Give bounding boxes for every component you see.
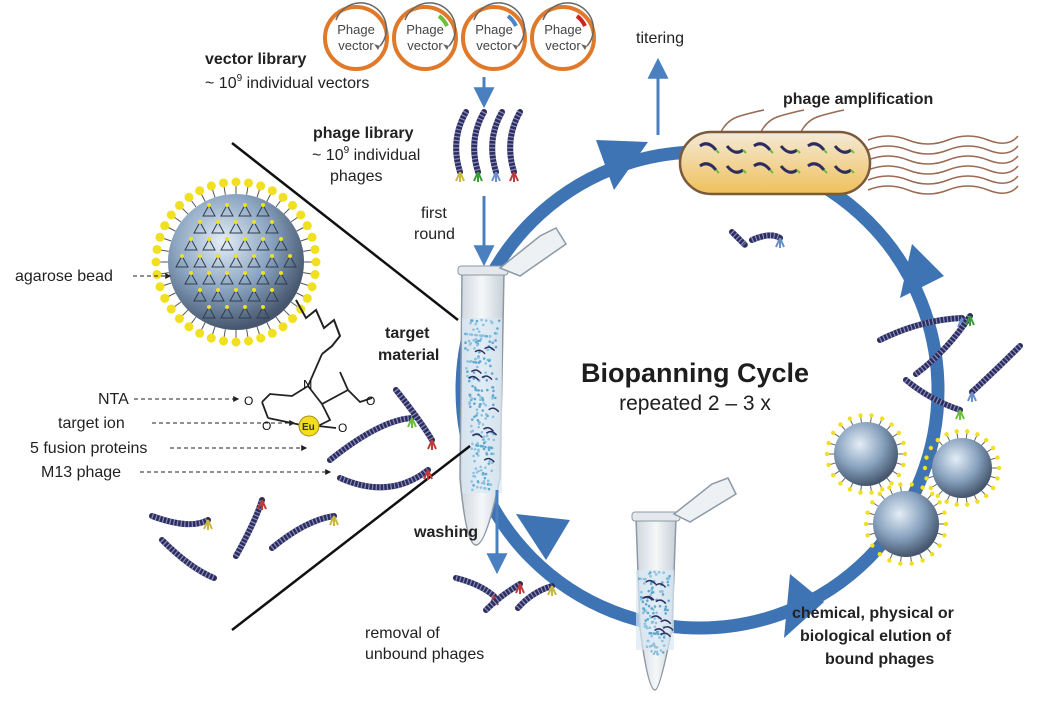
vector-library-title: vector library [205, 51, 306, 68]
svg-text:Phage: Phage [337, 22, 375, 37]
elution-line1: chemical, physical or [792, 605, 954, 622]
nta-n-atom: N [303, 377, 312, 392]
first-round-line2: round [414, 226, 455, 243]
svg-text:Phage: Phage [475, 22, 513, 37]
phage-amplification-label: phage amplification [783, 91, 933, 108]
removal-line1: removal of [365, 625, 440, 642]
released-phages [729, 229, 785, 248]
cycle-arrowhead-bottomleft [516, 514, 570, 560]
nta-o-atom-2: O [262, 419, 271, 433]
first-round-line1: first [421, 205, 447, 222]
agarose-bead-large [151, 177, 321, 347]
target-ion-label: target ion [58, 415, 125, 432]
vector-library: PhagevectorPhagevectorPhagevectorPhageve… [323, 2, 596, 71]
nta-o-atom-3: O [366, 394, 375, 408]
svg-text:Phage: Phage [406, 22, 444, 37]
phage-library-count: ~ 109 individual [312, 145, 420, 164]
svg-text:vector: vector [545, 38, 581, 53]
cycle-arrowhead-bottom [784, 574, 824, 638]
titering-label: titering [636, 30, 684, 47]
eluted-phages [877, 313, 1023, 420]
cycle-arrowheads [516, 140, 944, 638]
phage-library-line3: phages [330, 168, 383, 185]
bound-beads [824, 413, 1002, 566]
phage-library-bundle [453, 109, 523, 182]
svg-text:vector: vector [476, 38, 512, 53]
removal-line2: unbound phages [365, 646, 484, 663]
nta-label: NTA [98, 391, 129, 408]
cycle-arrowhead-top [596, 140, 648, 190]
linker-chain [295, 299, 342, 355]
target-material-line1: target [385, 325, 430, 342]
svg-text:vector: vector [338, 38, 374, 53]
agarose-bead-label: agarose bead [15, 268, 113, 285]
tube-first [457, 227, 568, 546]
elution-line3: bound phages [825, 651, 934, 668]
target-material-line2: material [378, 347, 439, 364]
tube-elution [631, 477, 737, 691]
nta-o-atom-1: O [244, 394, 253, 408]
cycle-arrowhead-right [900, 244, 944, 298]
phage-library-title: phage library [313, 125, 414, 142]
vector-library-count: ~ 109 individual vectors [205, 73, 369, 92]
cycle-title: Biopanning Cycle [581, 358, 809, 388]
nta-o-atom-4: O [338, 421, 347, 435]
elution-line2: biological elution of [800, 628, 952, 645]
detail-phages [149, 387, 437, 581]
washing-label: washing [413, 524, 478, 541]
europium-label: Eu [302, 422, 315, 433]
unbound-phages [453, 575, 557, 613]
m13-phage-label: M13 phage [41, 464, 121, 481]
svg-text:Phage: Phage [544, 22, 582, 37]
europium-ion [298, 415, 320, 437]
svg-text:vector: vector [407, 38, 443, 53]
bacterium-cell [678, 109, 1019, 196]
cycle-subtitle: repeated 2 – 3 x [619, 392, 771, 415]
detail-wedge-top [231, 142, 459, 321]
fusion-proteins-label: 5 fusion proteins [30, 440, 147, 457]
cycle-ring [455, 145, 945, 635]
nta-molecule [261, 353, 373, 429]
